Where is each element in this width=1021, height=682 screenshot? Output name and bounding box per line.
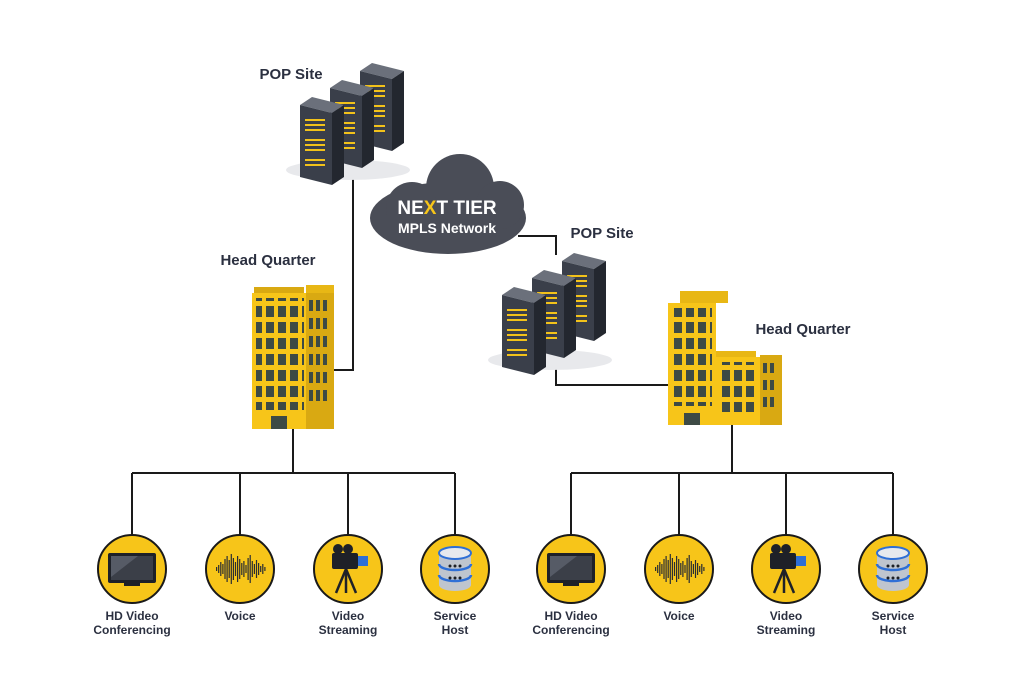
camera-icon	[332, 544, 368, 594]
mpls-cloud: NEXT TIER MPLS Network	[370, 154, 526, 254]
left-service-2: Voice	[205, 534, 275, 623]
database-icon	[875, 546, 911, 591]
service-label-line2: Streaming	[757, 623, 816, 637]
left-hq-building	[252, 285, 334, 429]
right-pop-label: POP Site	[570, 225, 633, 242]
camera-icon	[770, 544, 806, 594]
right-hq-building	[668, 291, 782, 425]
waveform-icon	[216, 554, 266, 584]
database-icon	[437, 546, 473, 591]
cloud-shape	[370, 154, 526, 254]
service-label-line1: Voice	[663, 609, 694, 623]
tv-icon	[108, 553, 156, 586]
service-label-line2: Streaming	[319, 623, 378, 637]
server-tower-icon	[502, 287, 546, 375]
service-label-line1: Voice	[224, 609, 255, 623]
waveform-icon	[655, 554, 705, 584]
server-tower-icon	[300, 97, 344, 185]
left-hq-label: Head Quarter	[220, 252, 315, 269]
service-label-line1: Video	[332, 609, 364, 623]
service-label-line1: HD Video	[105, 609, 158, 623]
service-label-line2: Conferencing	[93, 623, 170, 637]
service-label-line2: Conferencing	[532, 623, 609, 637]
left-pop-label: POP Site	[259, 66, 322, 83]
cloud-brand: NEXT TIER	[397, 198, 497, 219]
service-label-line2: Host	[442, 623, 469, 637]
left-pop-site	[286, 63, 410, 185]
right-pop-site	[488, 253, 612, 375]
service-label-line1: HD Video	[544, 609, 597, 623]
wire-left-pop-hq	[334, 165, 354, 371]
service-label-line1: Service	[434, 609, 477, 623]
service-label-line1: Video	[770, 609, 802, 623]
right-service-2: Voice	[644, 534, 714, 623]
cloud-subtitle: MPLS Network	[398, 220, 496, 236]
wire-cloud-right-pop	[518, 235, 557, 255]
right-hq-label: Head Quarter	[755, 321, 850, 338]
tv-icon	[547, 553, 595, 586]
service-label-line2: Host	[880, 623, 907, 637]
service-label-line1: Service	[872, 609, 915, 623]
